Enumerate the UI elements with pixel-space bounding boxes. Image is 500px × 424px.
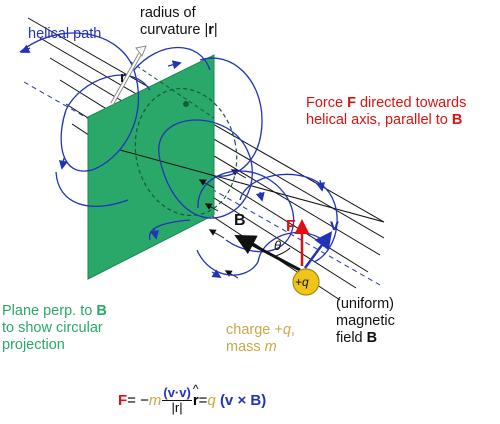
charge-symbol: +q: [295, 275, 309, 289]
charge-label: charge +q, mass m: [226, 322, 295, 355]
v-vector-label: v: [330, 217, 339, 234]
projection-plane: [87, 54, 215, 280]
helical-path-label: helical path: [28, 26, 102, 42]
field-label: (uniform) magnetic field B: [336, 296, 395, 346]
fraction: (v·v) |r|: [162, 385, 192, 415]
v-vector: [303, 231, 333, 269]
B-vector: [234, 235, 301, 272]
B-vector-label: B: [234, 212, 246, 229]
theta-label: θ: [274, 238, 282, 253]
circular-projection: [134, 87, 238, 217]
field-line: [49, 57, 381, 256]
helix-arrows: [20, 44, 326, 278]
radius-label: radius of curvature |r|: [140, 5, 218, 38]
radius-dashed-line: [130, 61, 215, 119]
theta-arc: [275, 247, 291, 257]
r-vector-label: r: [120, 70, 126, 86]
F-vector-label: F: [286, 218, 296, 235]
charge: [292, 268, 320, 296]
force-label: Force F directed towards helical axis, p…: [306, 95, 467, 128]
lorentz-equation: F = − m (v·v) |r| r ^ = q (v × B): [118, 382, 267, 415]
plane-label: Plane perp. to B to show circular projec…: [2, 303, 107, 353]
